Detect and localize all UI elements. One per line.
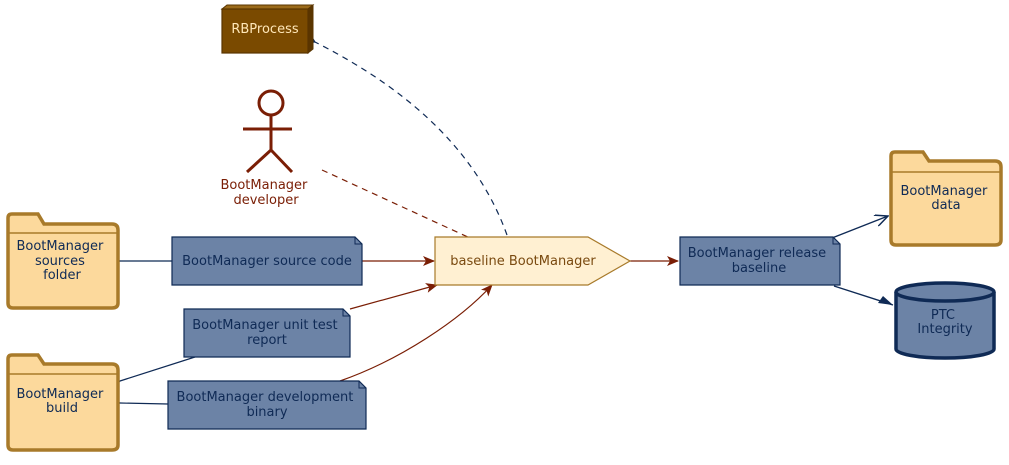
rbprocess-node[interactable]: RBProcess <box>220 3 315 55</box>
rbprocess-link <box>301 34 508 236</box>
rbprocess-label: RBProcess <box>231 22 298 37</box>
data-folder[interactable]: BootManager data <box>889 150 1003 247</box>
ptc-integrity-database[interactable]: PTC Integrity <box>894 281 996 360</box>
release-baseline-label: BootManager release baseline <box>688 246 831 276</box>
unit-test-report-label: BootManager unit test report <box>192 318 341 348</box>
connectors <box>105 34 894 408</box>
data-folder-label: BootManager data <box>900 184 991 213</box>
unit-test-report-note[interactable]: BootManager unit test report <box>183 308 351 358</box>
sources-folder-label: BootManager sources folder <box>16 239 107 283</box>
note-icon <box>171 236 363 286</box>
dev-binary-to-build-link <box>105 397 169 408</box>
release-baseline-note[interactable]: BootManager release baseline <box>679 236 841 286</box>
process-icon <box>434 236 632 286</box>
note-icon <box>183 308 351 358</box>
actor-icon <box>243 89 294 174</box>
build-folder[interactable]: BootManager build <box>6 353 120 452</box>
ptc-label: PTC Integrity <box>917 308 972 337</box>
dev-binary-note[interactable]: BootManager development binary <box>167 380 367 430</box>
dev-binary-label: BootManager development binary <box>177 390 358 420</box>
actor-label: BootManager developer <box>220 178 311 208</box>
unit-test-flow <box>349 283 438 310</box>
folder-icon <box>6 212 120 310</box>
actor-link <box>321 169 471 239</box>
source-code-label: BootManager source code <box>182 254 352 269</box>
folder-icon <box>889 150 1003 247</box>
developer-actor[interactable]: BootManager developer <box>220 89 311 208</box>
database-icon <box>894 281 996 360</box>
build-folder-label: BootManager build <box>16 387 107 416</box>
release-to-data-link <box>831 216 888 239</box>
note-icon <box>679 236 841 286</box>
unit-test-to-build-link <box>105 356 196 388</box>
folder-icon <box>6 353 120 452</box>
note-icon <box>167 380 367 430</box>
baseline-label: baseline BootManager <box>450 254 596 269</box>
dev-binary-flow <box>339 284 493 382</box>
sources-folder[interactable]: BootManager sources folder <box>6 212 120 310</box>
source-code-note[interactable]: BootManager source code <box>171 236 363 286</box>
baseline-process[interactable]: baseline BootManager <box>434 236 632 286</box>
